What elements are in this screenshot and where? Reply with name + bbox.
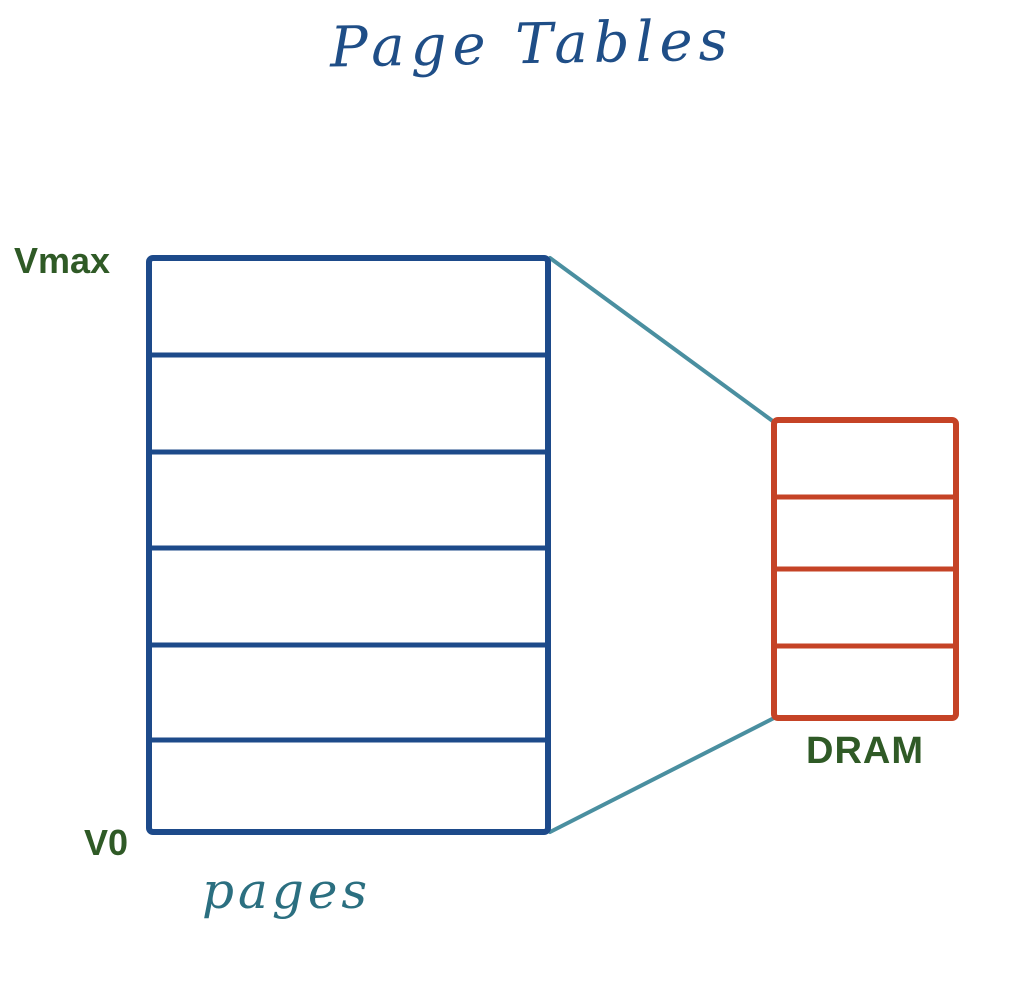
pages-caption: pages bbox=[202, 862, 372, 920]
v0-label: V0 bbox=[84, 822, 129, 863]
connector-bottom bbox=[548, 716, 776, 834]
diagram-title: Page Tables bbox=[329, 8, 734, 81]
dram-box bbox=[771, 417, 959, 721]
vmax-label: Vmax bbox=[14, 240, 111, 281]
virtual-memory-box bbox=[146, 255, 551, 835]
dram-label: DRAM bbox=[806, 730, 924, 772]
virtual-memory-outline bbox=[146, 255, 551, 835]
connector-top bbox=[548, 256, 776, 424]
